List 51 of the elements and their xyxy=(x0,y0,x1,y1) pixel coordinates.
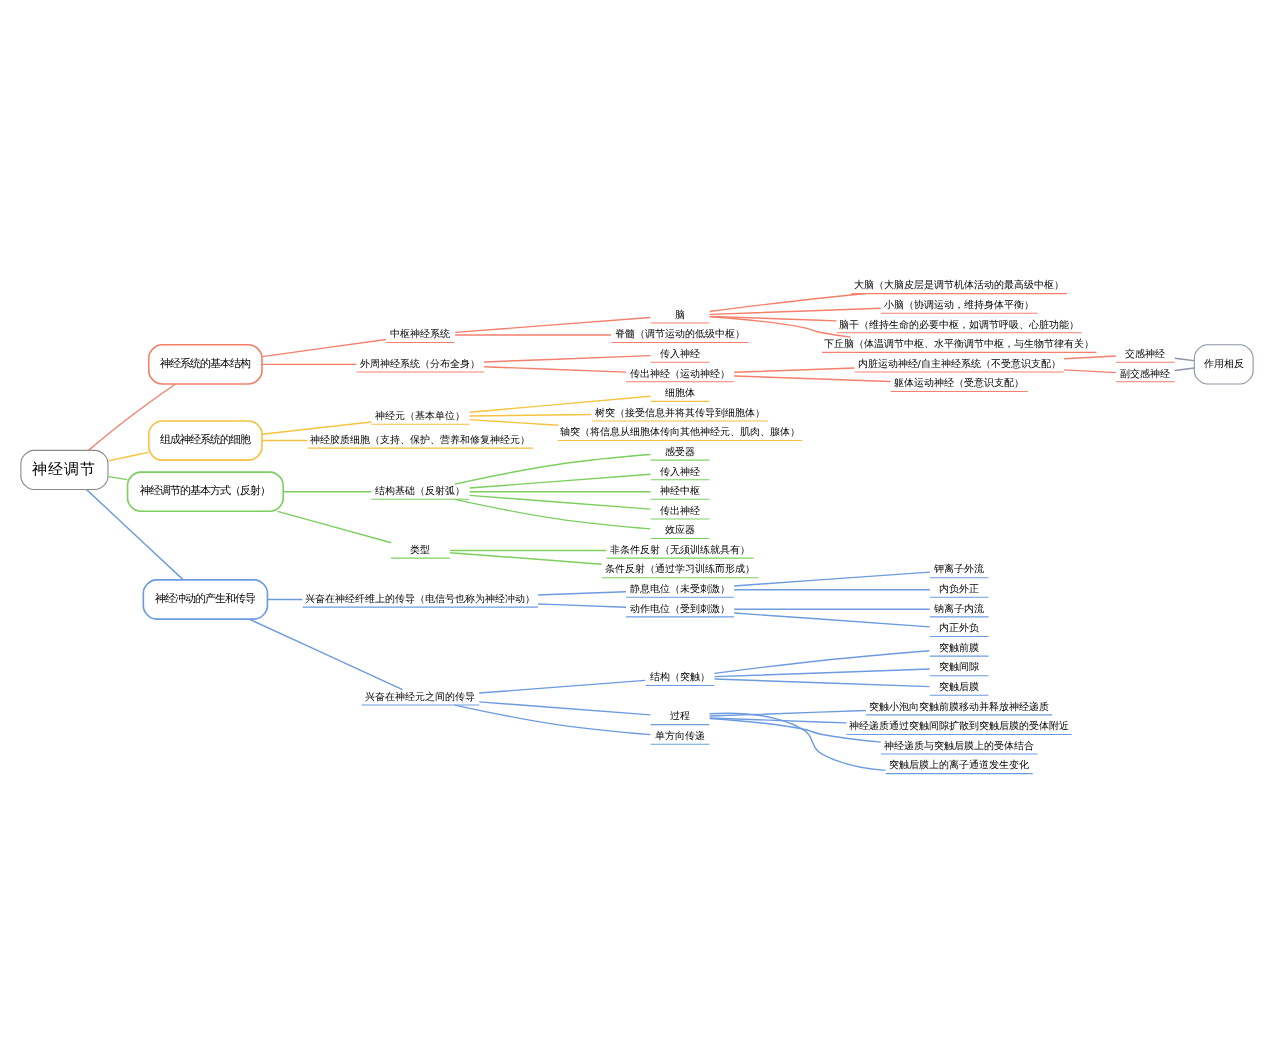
connector xyxy=(282,491,373,493)
connector xyxy=(478,701,652,716)
connector xyxy=(713,678,931,688)
connector xyxy=(449,549,608,552)
connector xyxy=(733,612,931,628)
connector xyxy=(261,421,372,435)
connector xyxy=(1174,357,1195,362)
connector xyxy=(709,717,882,743)
connector xyxy=(261,439,309,442)
connector xyxy=(468,473,652,489)
connector xyxy=(709,709,867,717)
connector xyxy=(107,451,150,462)
connector xyxy=(454,704,652,736)
connector xyxy=(266,598,304,601)
connector xyxy=(454,453,652,485)
connector xyxy=(468,418,560,426)
connector xyxy=(449,551,603,565)
connector xyxy=(1063,369,1117,374)
connector xyxy=(1174,367,1195,372)
connector xyxy=(483,366,627,373)
connector xyxy=(454,498,652,530)
connector xyxy=(709,717,848,724)
connector xyxy=(87,383,177,452)
connector xyxy=(248,618,404,691)
connector xyxy=(733,588,931,591)
connector xyxy=(454,316,652,334)
connector xyxy=(709,307,882,316)
connector xyxy=(537,603,627,608)
connector xyxy=(468,491,652,493)
connector xyxy=(733,608,931,610)
connector xyxy=(708,712,887,772)
connector xyxy=(713,650,931,675)
connector xyxy=(713,668,931,678)
connector xyxy=(733,367,856,373)
connector xyxy=(709,316,852,338)
connector xyxy=(107,475,128,481)
connector xyxy=(261,363,358,366)
connector xyxy=(733,571,931,587)
connector xyxy=(708,292,867,313)
connector xyxy=(468,413,593,417)
connector xyxy=(537,591,627,596)
connector xyxy=(85,488,184,581)
connector xyxy=(478,679,647,694)
connector xyxy=(454,334,612,336)
connector xyxy=(261,338,387,358)
connector xyxy=(276,510,393,544)
connector xyxy=(1063,355,1117,360)
connector xyxy=(468,494,652,510)
connector xyxy=(483,354,652,363)
connector xyxy=(733,375,892,383)
connector xyxy=(468,395,652,414)
